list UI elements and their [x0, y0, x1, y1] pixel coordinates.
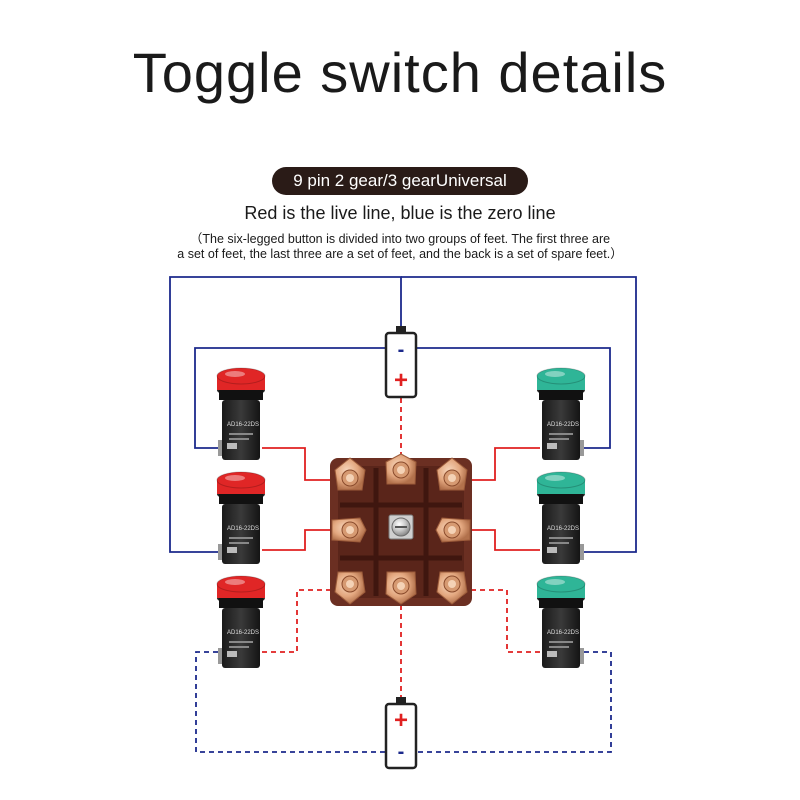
live-wire-lower-left: [262, 589, 340, 653]
page-title: Toggle switch details: [132, 41, 668, 104]
terminal-5-center-screw: [388, 514, 414, 540]
green-lamp-top: AD16-22DS: [536, 367, 586, 460]
green-lamp-middle: AD16-22DS: [536, 471, 586, 564]
neutral-wire-outer: [169, 276, 402, 553]
live-wire-upper-right: [462, 447, 540, 481]
note-line-1: （The six-legged button is divided into t…: [189, 232, 611, 246]
battery-bottom-minus: -: [398, 741, 405, 763]
terminal-8: [385, 571, 417, 605]
live-wire-mid-left: [262, 529, 340, 551]
live-wire-lower-right: [462, 589, 540, 653]
terminal-3: [436, 457, 468, 491]
battery-top-minus: -: [398, 339, 405, 361]
green-lamp-bottom: AD16-22DS: [536, 575, 586, 668]
red-lamp-middle: AD16-22DS: [216, 471, 266, 564]
live-wire-mid-right: [462, 529, 540, 551]
neutral-wires-dashed: [195, 651, 612, 753]
toggle-switch: [330, 453, 472, 606]
terminal-9: [436, 571, 468, 605]
pin-gear-badge: 9 pin 2 gear/3 gearUniversal: [272, 167, 528, 195]
neutral-wires-solid: [169, 276, 637, 553]
neutral-wire-bottom-left: [195, 651, 388, 753]
indicator-lamps: AD16-22DS AD16-22DS AD16-22DS AD16-22DS AD16…: [216, 367, 586, 668]
terminal-7: [334, 571, 366, 605]
lamp-model-label: AD16-22DS: [547, 526, 579, 532]
live-wires-solid: [262, 447, 540, 551]
lamp-model-label: AD16-22DS: [227, 526, 259, 532]
wire-color-legend: Red is the live line, blue is the zero l…: [244, 203, 556, 223]
terminal-4: [331, 517, 367, 543]
battery-top-plus: +: [394, 367, 408, 394]
pin-group-note: （The six-legged button is divided into t…: [100, 232, 700, 262]
lamp-model-label: AD16-22DS: [547, 630, 579, 636]
lamp-model-label: AD16-22DS: [227, 630, 259, 636]
lamp-model-label: AD16-22DS: [547, 422, 579, 428]
red-lamp-bottom: AD16-22DS: [216, 575, 266, 668]
red-lamp-top: AD16-22DS: [216, 367, 266, 460]
switch-ribs: [340, 468, 462, 596]
battery-top: - +: [384, 326, 418, 399]
live-wire-upper-left: [262, 447, 340, 481]
switch-terminals: [331, 453, 471, 605]
neutral-wire-outer-right: [401, 276, 637, 553]
terminal-1: [334, 457, 366, 491]
terminal-2: [385, 453, 417, 485]
neutral-wire-inner-right: [414, 347, 611, 449]
battery-bottom: + -: [384, 697, 418, 770]
neutral-wire-bottom-right: [414, 651, 612, 753]
neutral-wire-inner-left: [194, 347, 388, 449]
battery-bottom-plus: +: [394, 707, 408, 734]
lamp-model-label: AD16-22DS: [227, 422, 259, 428]
terminal-6: [435, 517, 471, 543]
note-line-2: a set of feet, the last three are a set …: [177, 247, 623, 261]
